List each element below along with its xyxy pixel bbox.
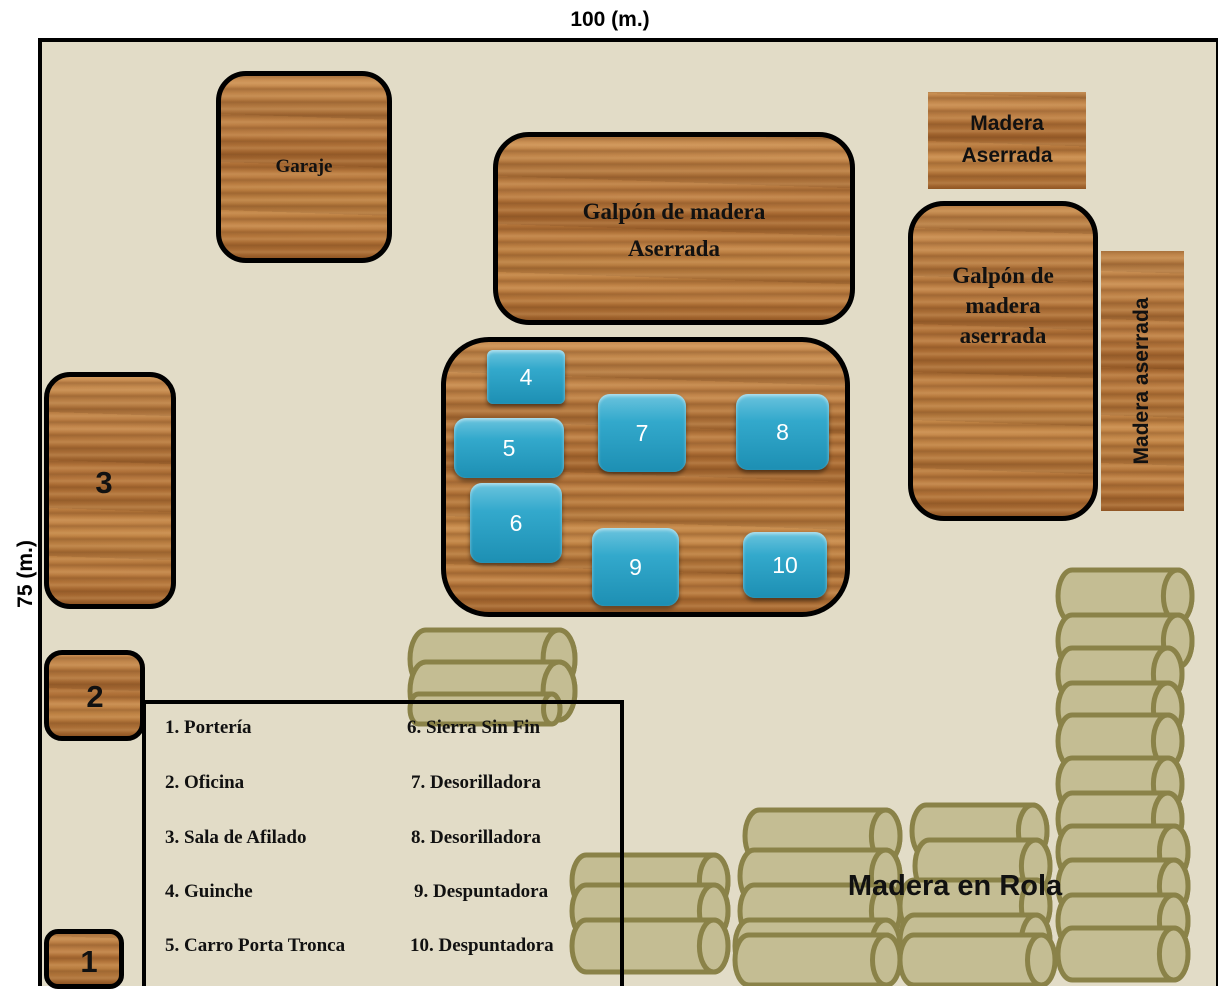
gatehouse-room: 1 [44,929,124,989]
sawn-wood-stack-top: Madera Aserrada [928,92,1086,189]
legend-item-7: 7. Desorilladora [411,772,541,793]
log-22 [732,932,903,986]
sawn-wood-shed-right-label: Galpón de madera aserrada [952,263,1054,348]
machine-6-band-saw: 6 [470,483,562,563]
machine-5-log-carriage: 5 [454,418,564,478]
log-17 [569,917,731,975]
sharpening-room-number: 3 [95,465,113,500]
machine-4-winch: 4 [487,350,565,404]
garage-label: Garaje [275,156,333,177]
gatehouse-room-number: 1 [80,944,98,979]
garage-building: Garaje [216,71,392,263]
sawn-wood-shed-top-label: Galpón de madera Aserrada [582,199,766,261]
legend-item-6: 6. Sierra Sin Fin [407,717,541,738]
sawn-wood-stack-side: Madera aserrada [1101,251,1184,511]
sawn-wood-shed-right: Galpón de madera aserrada [908,201,1098,521]
machine-9-trimmer: 9 [592,528,679,606]
machine-8-edger: 8 [736,394,829,470]
legend-item-3: 3. Sala de Afilado [165,827,307,848]
sawn-wood-stack-top-label: Madera Aserrada [961,112,1053,167]
log-14 [1055,925,1191,983]
office-room: 2 [44,650,145,741]
machine-7-edger: 7 [598,394,686,472]
sharpening-room: 3 [44,372,176,609]
machine-10-trimmer: 10 [743,532,827,598]
legend-item-8: 8. Desorilladora [411,827,541,848]
legend-box [142,700,624,986]
legend-item-2: 2. Oficina [165,772,245,793]
office-room-number: 2 [86,679,104,714]
legend-item-1: 1. Portería [165,717,252,738]
legend-item-10: 10. Despuntadora [410,935,554,956]
sawn-wood-shed-top: Galpón de madera Aserrada [493,132,855,325]
width-dimension-label: 100 (m.) [570,8,650,31]
legend-item-9: 9. Despuntadora [414,881,549,902]
legend-item-4: 4. Guinche [165,881,253,902]
legend-item-5: 5. Carro Porta Tronca [165,935,346,956]
round-logs-label: Madera en Rola [847,870,1063,902]
log-27 [897,932,1058,986]
